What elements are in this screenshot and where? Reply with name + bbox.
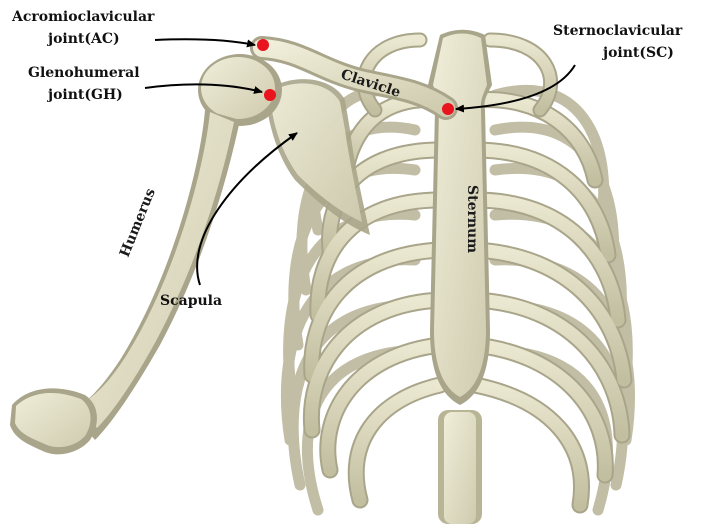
sternum-label: Sternum [464, 185, 480, 253]
gh-joint-marker [264, 89, 276, 101]
sc-label-line2: joint(SC) [603, 44, 674, 62]
ac-arrow [155, 39, 255, 45]
humerus-bone [10, 54, 282, 454]
gh-label-line1: Glenohumeral [28, 64, 140, 82]
ac-label-line1: Acromioclavicular [12, 8, 154, 26]
humerus-label: Humerus [117, 186, 159, 259]
sternum-bone [428, 30, 492, 405]
ac-label-line2: joint(AC) [48, 30, 120, 48]
scapula-label: Scapula [160, 292, 222, 310]
ac-joint-marker [257, 39, 269, 51]
spine [438, 410, 482, 524]
gh-label-line2: joint(GH) [48, 86, 123, 104]
sc-joint-marker [442, 103, 454, 115]
sc-label-line1: Sternoclavicular [553, 22, 682, 40]
